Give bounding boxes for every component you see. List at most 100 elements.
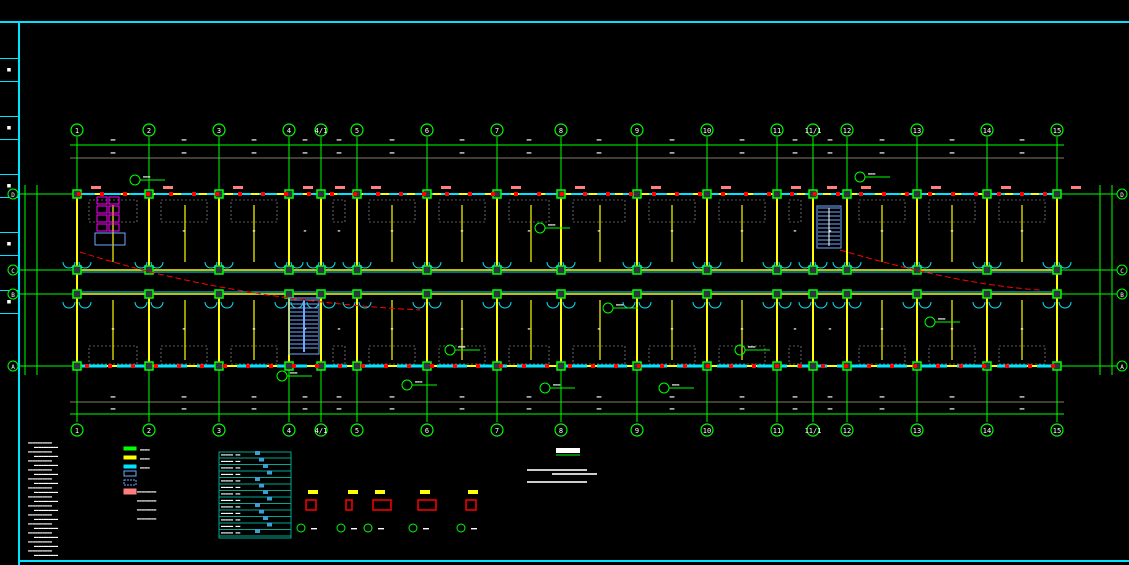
- wall-marker: [790, 192, 794, 196]
- axis-label: 11/1: [805, 127, 822, 135]
- room-label: ▬: [741, 228, 744, 233]
- room-fixture-outline: [508, 345, 550, 365]
- detail-label: ▬▬: [378, 526, 384, 532]
- axis-bubble: [282, 123, 296, 137]
- dimension-text: ▬▬: [252, 150, 257, 155]
- wall-marker: [292, 364, 296, 368]
- axis-label: C: [1120, 268, 1124, 275]
- structural-column: [632, 265, 642, 275]
- dimension-text: ▬▬: [880, 394, 885, 399]
- callout-bubble: [129, 174, 141, 186]
- axis-bubble: [700, 123, 714, 137]
- wall-marker: [629, 192, 633, 196]
- wall-marker: [1020, 192, 1024, 196]
- door-swing: [902, 301, 916, 309]
- room-label: ▬: [253, 228, 256, 233]
- axis-bubble: [212, 423, 226, 437]
- dimension-text: ▬▬: [670, 150, 675, 155]
- wall-marker: [376, 192, 380, 196]
- tool-button-4[interactable]: ▪: [0, 232, 18, 256]
- legend-window-symbol: [123, 470, 137, 477]
- door-swing: [814, 261, 828, 269]
- toilet-fixture: [108, 196, 120, 205]
- wall-marker: [261, 192, 265, 196]
- schedule-icon: [263, 464, 268, 468]
- wall-marker: [560, 192, 564, 196]
- wall-marker: [1028, 364, 1032, 368]
- dimension-text: ▬▬: [793, 150, 798, 155]
- dimension-text: ▬▬: [670, 394, 675, 399]
- structural-column: [352, 361, 362, 371]
- dimension-text: ▬▬: [182, 406, 187, 411]
- door-tag: [335, 186, 345, 189]
- door-swing: [290, 261, 304, 269]
- room-label: ▬: [794, 228, 797, 233]
- detail-bubble: [363, 523, 373, 533]
- structural-column: [144, 289, 154, 299]
- wall-marker: [905, 192, 909, 196]
- structural-column: [492, 265, 502, 275]
- axis-bubble: [700, 423, 714, 437]
- wall-marker: [77, 192, 81, 196]
- door-swing: [482, 261, 496, 269]
- wall-marker: [545, 364, 549, 368]
- axis-bubble: [840, 123, 854, 137]
- wall-marker: [238, 192, 242, 196]
- callout-bubble: [276, 370, 288, 382]
- room-fixture-outline: [160, 199, 208, 223]
- wall-marker: [315, 364, 319, 368]
- legend-text: ▬▬▬▬▬▬▬▬: [137, 498, 157, 503]
- column-detail-tag: [308, 490, 318, 494]
- wall-marker: [407, 364, 411, 368]
- structural-column: [144, 361, 154, 371]
- door-tag: [163, 186, 173, 189]
- wall-marker: [606, 192, 610, 196]
- wall-marker: [100, 192, 104, 196]
- general-note-line: ▬▬▬▬▬▬▬▬▬▬: [28, 512, 53, 517]
- dimension-text: ▬▬: [303, 150, 308, 155]
- room-label: ▬: [1021, 228, 1024, 233]
- dimension-text: ▬▬: [390, 406, 395, 411]
- callout-text: ▬▬▬: [938, 316, 946, 321]
- axis-label: 11: [773, 427, 781, 435]
- schedule-icon: [259, 457, 264, 462]
- column-detail-tag: [420, 490, 430, 494]
- dimension-text: ▬▬: [670, 137, 675, 142]
- wall-marker: [913, 364, 917, 368]
- axis-label: 14: [983, 127, 991, 135]
- wall-marker: [491, 192, 495, 196]
- door-swing: [62, 261, 76, 269]
- callout-text: ▬▬▬: [616, 302, 624, 307]
- dimension-text: ▬▬: [828, 150, 833, 155]
- general-note-line: ▬▬▬▬▬▬▬▬▬▬: [34, 490, 59, 495]
- tool-button-1[interactable]: ▪: [0, 58, 18, 82]
- dimension-text: ▬▬: [303, 406, 308, 411]
- tool-button-2[interactable]: ▪: [0, 116, 18, 140]
- dimension-text: ▬▬: [1020, 150, 1025, 155]
- wall-marker: [108, 364, 112, 368]
- general-note-line: ▬▬▬▬▬▬▬▬▬▬: [28, 476, 53, 481]
- callout-bubble: [854, 171, 866, 183]
- axis-label: 1: [75, 427, 79, 435]
- detail-bubble: [336, 523, 346, 533]
- room-label: ▬: [1021, 326, 1024, 331]
- structural-column: [422, 361, 432, 371]
- structural-column: [808, 361, 818, 371]
- axis-label: A: [11, 364, 15, 371]
- dimension-text: ▬▬: [950, 137, 955, 142]
- dimension-text: ▬▬: [460, 137, 465, 142]
- room-label: ▬: [829, 228, 832, 233]
- wall-marker: [959, 364, 963, 368]
- wall-marker: [422, 192, 426, 196]
- structural-column: [912, 265, 922, 275]
- wall-marker: [177, 364, 181, 368]
- dimension-text: ▬▬: [828, 406, 833, 411]
- axis-bubble: [1116, 188, 1128, 200]
- wall-marker: [499, 364, 503, 368]
- wall-marker: [338, 364, 342, 368]
- wall-marker: [269, 364, 273, 368]
- toilet-fixture: [96, 214, 108, 223]
- axis-label: 15: [1053, 427, 1061, 435]
- structural-column: [632, 289, 642, 299]
